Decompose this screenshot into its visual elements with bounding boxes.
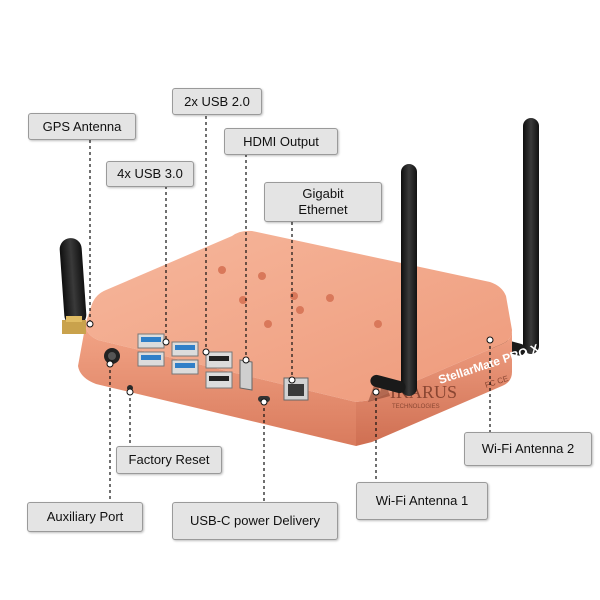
wifi-antenna-2-callout: Wi-Fi Antenna 2 [464, 432, 592, 466]
chassis-right [356, 330, 512, 446]
leader-dots [86, 320, 494, 406]
wifi-antenna-1-callout: Wi-Fi Antenna 1 [356, 482, 488, 520]
brand-subtext: TECHNOLOGIES [392, 404, 440, 410]
usb2-ports-shape [205, 351, 233, 389]
factory-reset-callout: Factory Reset [116, 446, 222, 474]
usb3-callout: 4x USB 3.0 [106, 161, 194, 187]
usb2-callout: 2x USB 2.0 [172, 88, 262, 115]
hdmi-output-callout: HDMI Output [224, 128, 338, 155]
gps-antenna-callout: GPS Antenna [28, 113, 136, 140]
auxiliary-port-callout: Auxiliary Port [27, 502, 143, 532]
top-screws [218, 266, 382, 328]
gigabit-ethernet-callout: Gigabit Ethernet [264, 182, 382, 222]
hdmi-port-shape [239, 359, 253, 391]
leader-lines [89, 116, 491, 502]
gps-antenna-shape [59, 238, 87, 334]
usb3-ports-shape [137, 333, 199, 375]
wifi-antenna-1-shape [370, 164, 417, 396]
ethernet-port-shape [283, 377, 309, 401]
usb-c-power-callout: USB-C power Delivery [172, 502, 338, 540]
